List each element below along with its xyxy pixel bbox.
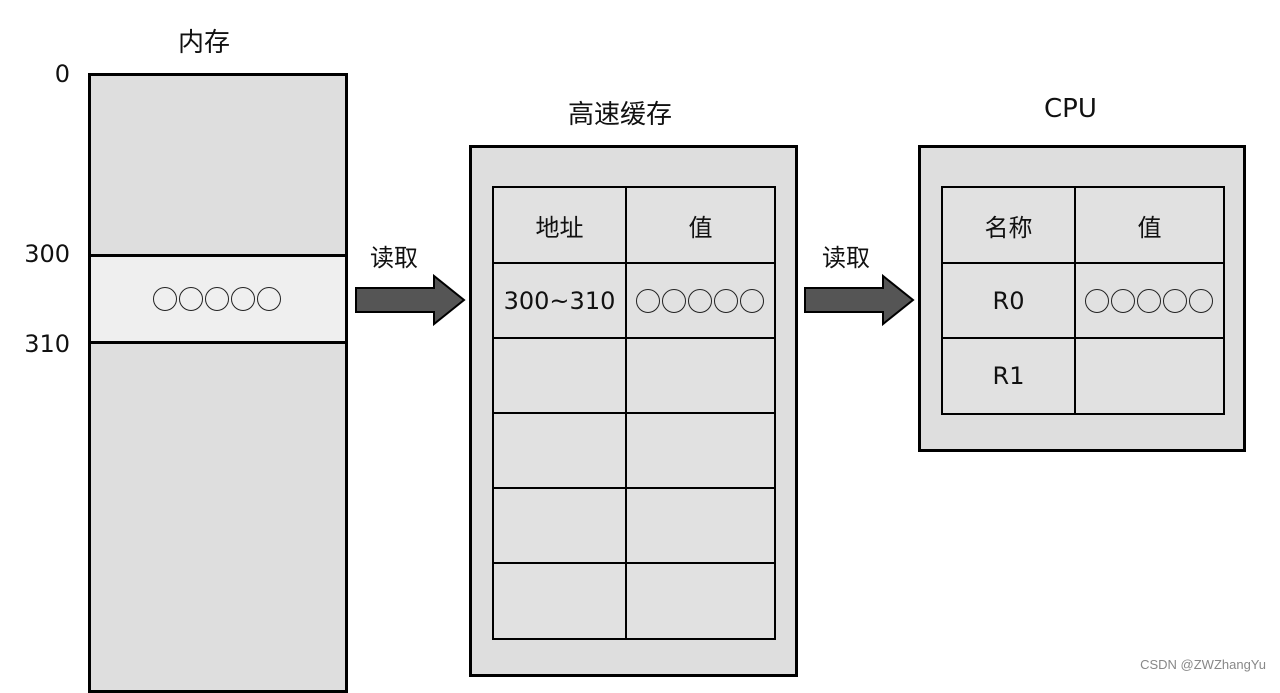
table-row: 名称 值 xyxy=(941,186,1225,264)
table-row xyxy=(492,337,776,414)
cache-cell-address xyxy=(492,337,627,414)
cache-title: 高速缓存 xyxy=(568,100,673,130)
cpu-table: 名称 值 R0 R1 xyxy=(941,186,1225,415)
cpu-cell-name: R0 xyxy=(941,262,1076,339)
cache-cell-address xyxy=(492,562,627,640)
cache-cell-value xyxy=(625,337,776,414)
memory-column xyxy=(88,73,348,693)
read-label-2: 读取 xyxy=(822,244,870,272)
cache-cell-value xyxy=(625,412,776,489)
table-row: 地址 值 xyxy=(492,186,776,264)
cache-header-value: 值 xyxy=(625,186,776,264)
memory-highlighted-block xyxy=(91,254,345,344)
table-row xyxy=(492,412,776,489)
cpu-value-circles xyxy=(1077,288,1222,313)
cache-header-address: 地址 xyxy=(492,186,627,264)
cache-table: 地址 值 300~310 xyxy=(492,186,776,640)
right-arrow-icon xyxy=(804,273,915,327)
table-row xyxy=(492,487,776,564)
right-arrow-icon xyxy=(355,273,466,327)
cpu-cell-value xyxy=(1074,337,1225,415)
table-row: R1 xyxy=(941,337,1225,415)
cpu-title: CPU xyxy=(1044,94,1097,124)
cache-cell-address: 300~310 xyxy=(492,262,627,339)
cache-cell-value xyxy=(625,262,776,339)
cache-value-circles xyxy=(628,288,773,313)
table-row: 300~310 xyxy=(492,262,776,339)
cache-cell-value xyxy=(625,487,776,564)
cache-cell-value xyxy=(625,562,776,640)
memory-address-310: 310 xyxy=(24,330,70,358)
memory-title: 内存 xyxy=(178,28,231,58)
memory-value-circles xyxy=(153,287,283,311)
read-label-1: 读取 xyxy=(370,244,418,272)
memory-address-0: 0 xyxy=(54,60,70,88)
cpu-cell-name: R1 xyxy=(941,337,1076,415)
cpu-header-value: 值 xyxy=(1074,186,1225,264)
cache-cell-address xyxy=(492,487,627,564)
cpu-header-name: 名称 xyxy=(941,186,1076,264)
cpu-cell-value xyxy=(1074,262,1225,339)
cache-cell-address xyxy=(492,412,627,489)
table-row: R0 xyxy=(941,262,1225,339)
table-row xyxy=(492,562,776,640)
memory-address-300: 300 xyxy=(24,240,70,268)
watermark: CSDN @ZWZhangYu xyxy=(1140,657,1266,672)
